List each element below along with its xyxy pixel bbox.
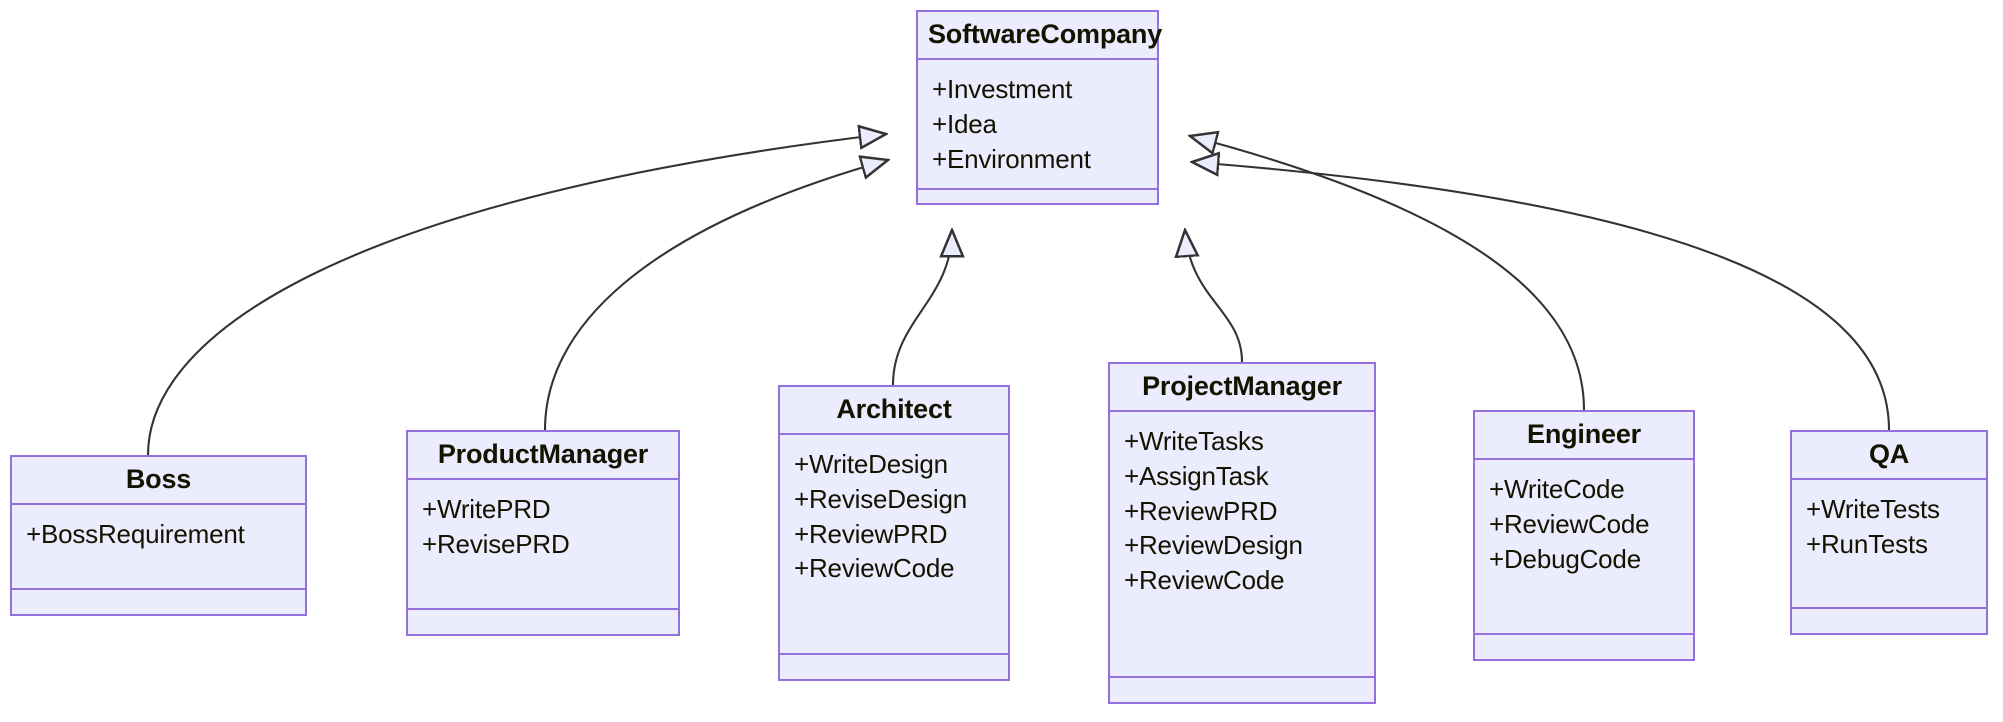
class-attribute: +AssignTask [1124,460,1269,491]
class-attributes: +WritePRD+RevisePRD [408,480,678,610]
edge-boss-to-softwarecompany [146,134,886,456]
class-title: Engineer [1475,412,1693,461]
class-title: SoftwareCompany [918,12,1162,61]
class-attribute: +ReviewCode [1124,564,1285,595]
class-node-boss[interactable]: Boss +BossRequirement [10,455,307,616]
class-attribute: +WriteTests [1806,494,1940,525]
class-attributes: +WriteTasks+AssignTask +ReviewPRD +ReviewD… [1110,412,1374,678]
class-methods [12,590,305,614]
class-attribute: +BossRequirement [26,519,245,550]
class-attribute: +DebugCode [1489,543,1641,574]
class-attributes: +WriteDesign+ReviseDesign +ReviewPRD +Revi… [780,435,1008,655]
class-methods [408,610,678,634]
class-node-qa[interactable]: QA+WriteTests+RunTests [1790,430,1988,635]
class-attribute: +ReviewCode [1489,508,1650,539]
class-methods [1110,678,1374,702]
class-attribute: +Idea [932,108,997,139]
class-title: Architect [780,387,1008,436]
class-methods [1792,609,1986,633]
class-attribute: +WriteDesign [794,449,948,480]
class-title: Boss [12,457,305,506]
edge-projectmanager-to-softwarecompany [1185,230,1244,363]
class-node-engineer[interactable]: Engineer +WriteCode+ReviewCode +DebugCode [1473,410,1695,661]
class-title: ProjectManager [1110,364,1374,413]
class-attributes: +WriteTests+RunTests [1792,480,1986,609]
class-methods [1475,635,1693,659]
class-attribute: +ReviseDesign [794,483,967,514]
class-attributes: +WriteCode+ReviewCode +DebugCode [1475,460,1693,635]
class-node-softwarecompany[interactable]: SoftwareCompany +Investment+Idea +Environm… [916,10,1162,205]
class-attributes: +Investment+Idea +Environment [918,60,1157,191]
class-attribute: +ReviewCode [794,553,955,584]
class-attribute: +WriteTasks [1124,426,1264,457]
class-attribute: +ReviewPRD [1124,495,1278,526]
class-attribute: +ReviewPRD [794,518,948,549]
class-attributes: +BossRequirement [12,505,305,590]
class-title: QA [1792,432,1986,481]
class-node-productmanager[interactable]: ProductManager+WritePRD+RevisePRD [406,430,680,636]
class-attribute: +WriteCode [1489,474,1625,505]
class-attribute: +Environment [932,143,1091,174]
class-node-projectmanager[interactable]: ProjectManager +WriteTasks+AssignTask +Rev… [1108,362,1376,704]
class-attribute: +Investment [932,74,1073,105]
class-attribute: +WritePRD [422,494,551,525]
class-methods [918,190,1157,214]
class-title: ProductManager [408,432,678,481]
class-attribute: +RevisePRD [422,528,570,559]
class-attribute: +ReviewDesign [1124,530,1303,561]
class-attribute: +RunTests [1806,528,1928,559]
class-node-architect[interactable]: Architect +WriteDesign+ReviseDesign +Revie… [778,385,1010,681]
edge-architect-to-softwarecompany [891,230,952,386]
class-methods [780,655,1008,679]
